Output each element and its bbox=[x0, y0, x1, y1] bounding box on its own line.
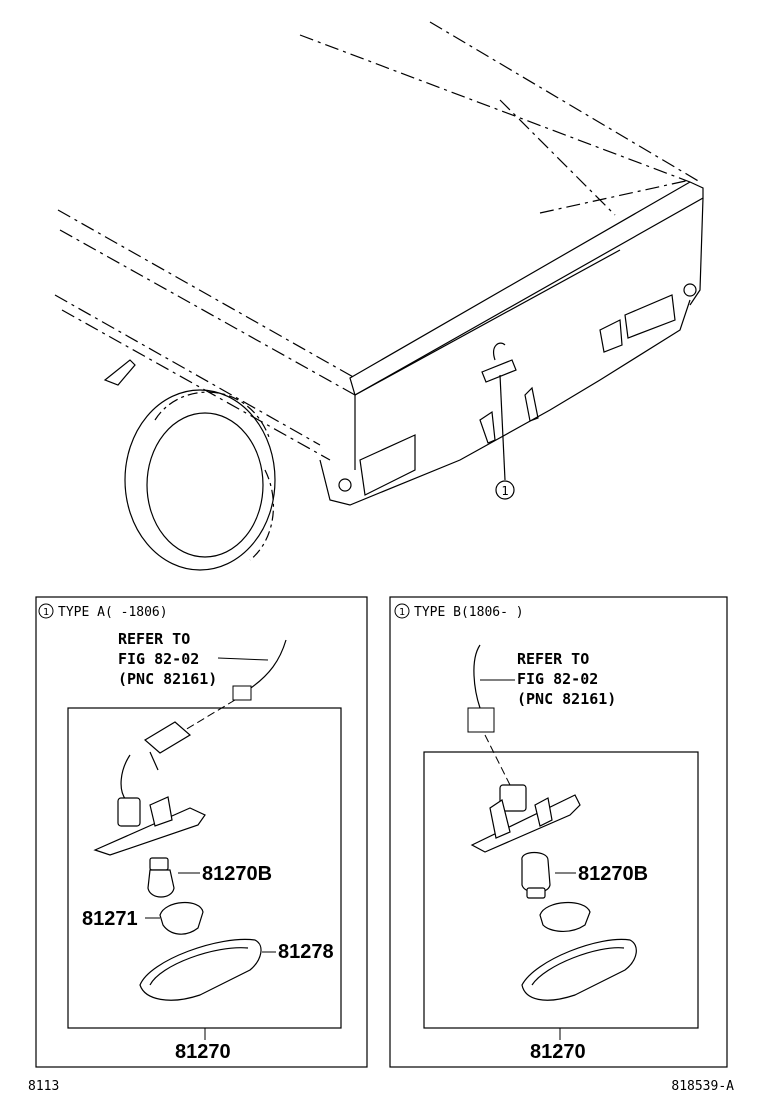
panel-a-part-socket: 81271 bbox=[82, 908, 138, 930]
panel-a-type-label: TYPE A( -1806) bbox=[58, 605, 168, 620]
panel-a-bulb bbox=[147, 857, 175, 898]
panel-a-part-lens: 81278 bbox=[278, 941, 334, 963]
panel-b-callout: 1 bbox=[399, 607, 405, 618]
panel-b-refer-line2: FIG 82-02 bbox=[517, 670, 598, 688]
callout-1-text: 1 bbox=[501, 484, 508, 498]
footer-right-code: 818539-A bbox=[671, 1079, 734, 1094]
panel-a-callout: 1 bbox=[43, 607, 49, 618]
panel-a-refer-line3: (PNC 82161) bbox=[118, 670, 217, 688]
panel-b-bulb bbox=[521, 851, 551, 899]
panel-b-socket bbox=[539, 901, 591, 932]
panel-a-socket-assembly bbox=[93, 721, 206, 856]
panel-b-lens bbox=[521, 938, 637, 1001]
panel-type-b: 1 TYPE B(1806- ) REFER TO FIG 82-02 (PNC… bbox=[389, 596, 728, 1068]
panel-b-part-assembly: 81270 bbox=[530, 1041, 586, 1063]
panel-type-a: 1 TYPE A( -1806) REFER TO FIG 82-02 (PNC… bbox=[35, 596, 368, 1068]
panel-a-refer-line2: FIG 82-02 bbox=[118, 650, 199, 668]
panel-a-part-assembly: 81270 bbox=[175, 1041, 231, 1063]
rear-wheel bbox=[124, 389, 276, 571]
panel-b-part-bulb: 81270B bbox=[578, 863, 648, 885]
license-lamp-on-vehicle bbox=[103, 342, 539, 481]
panel-b-inner-frame bbox=[423, 751, 699, 1029]
panel-b-socket-assembly bbox=[470, 784, 581, 853]
panel-b-refer-line1: REFER TO bbox=[517, 650, 589, 668]
panel-a-part-bulb: 81270B bbox=[202, 863, 272, 885]
callout-1-circle bbox=[495, 480, 515, 500]
panel-b-type-label: TYPE B(1806- ) bbox=[414, 605, 524, 620]
truck-bed-phantom bbox=[54, 21, 701, 461]
panel-a-socket bbox=[159, 901, 204, 935]
tailgate bbox=[319, 181, 704, 506]
truck-illustration bbox=[54, 21, 704, 571]
panel-a-lens bbox=[139, 938, 262, 1001]
panel-a-refer-line1: REFER TO bbox=[118, 630, 190, 648]
panel-b-refer-line3: (PNC 82161) bbox=[517, 690, 616, 708]
footer-left-code: 8113 bbox=[28, 1079, 59, 1094]
